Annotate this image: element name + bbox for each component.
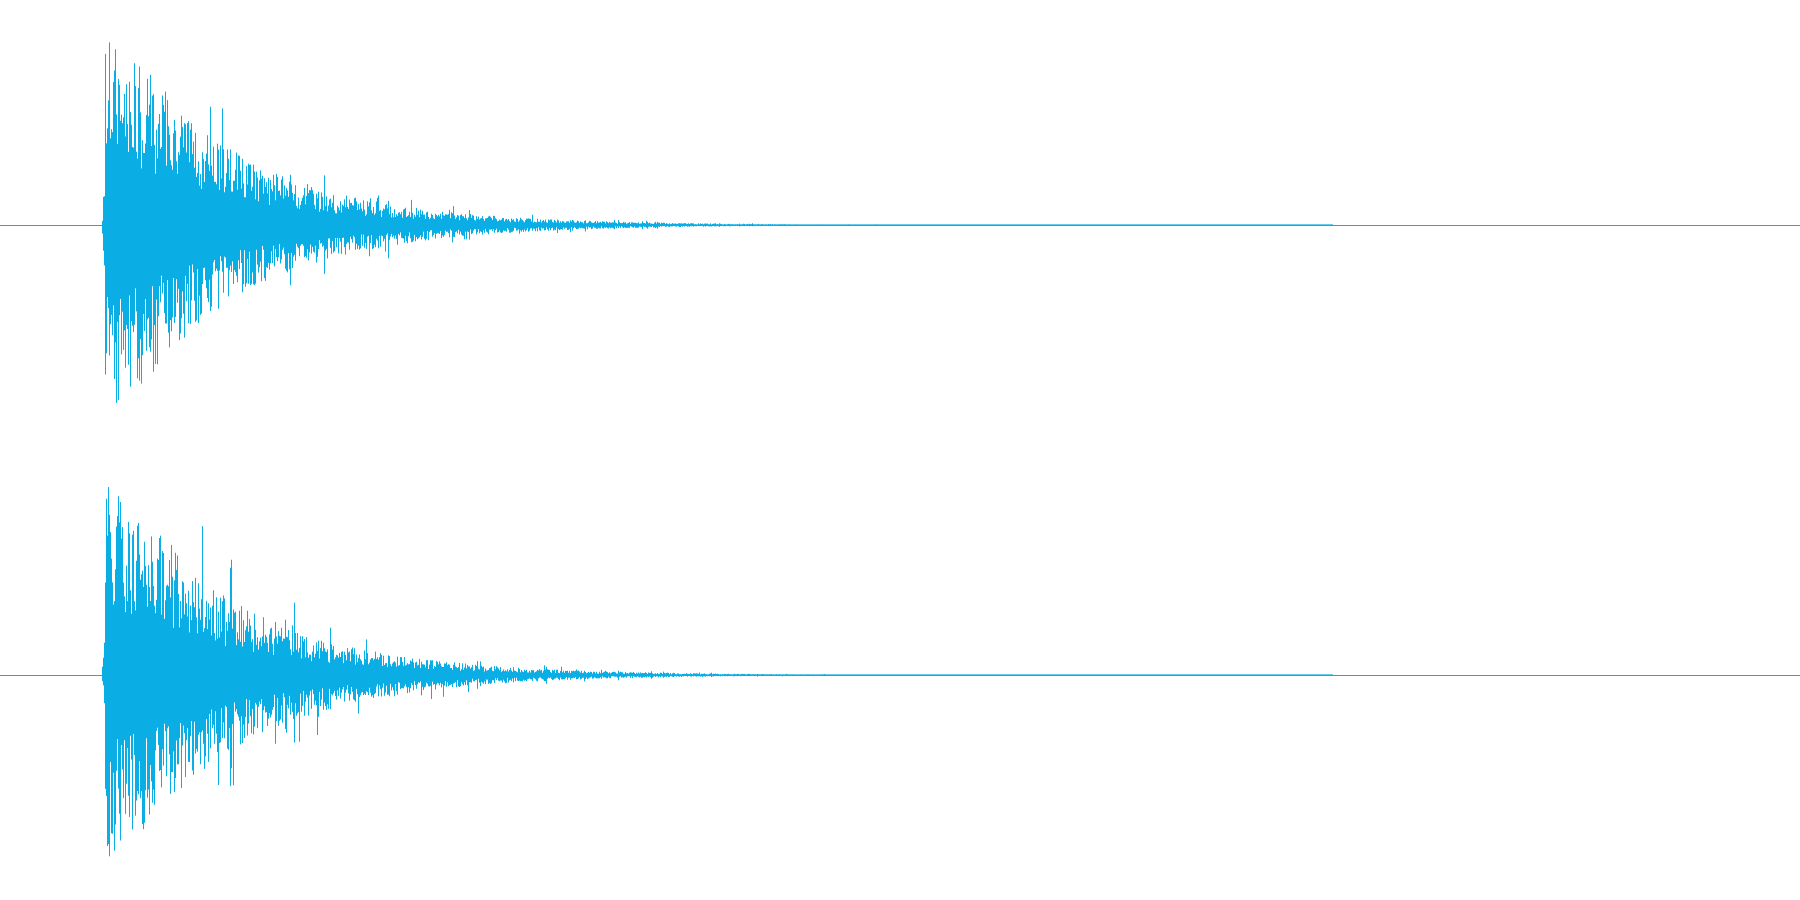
channel-right-track[interactable]	[0, 487, 1800, 857]
waveform-samples	[102, 42, 1333, 403]
waveform-samples	[102, 487, 1333, 857]
channel-left-track[interactable]	[0, 42, 1800, 403]
